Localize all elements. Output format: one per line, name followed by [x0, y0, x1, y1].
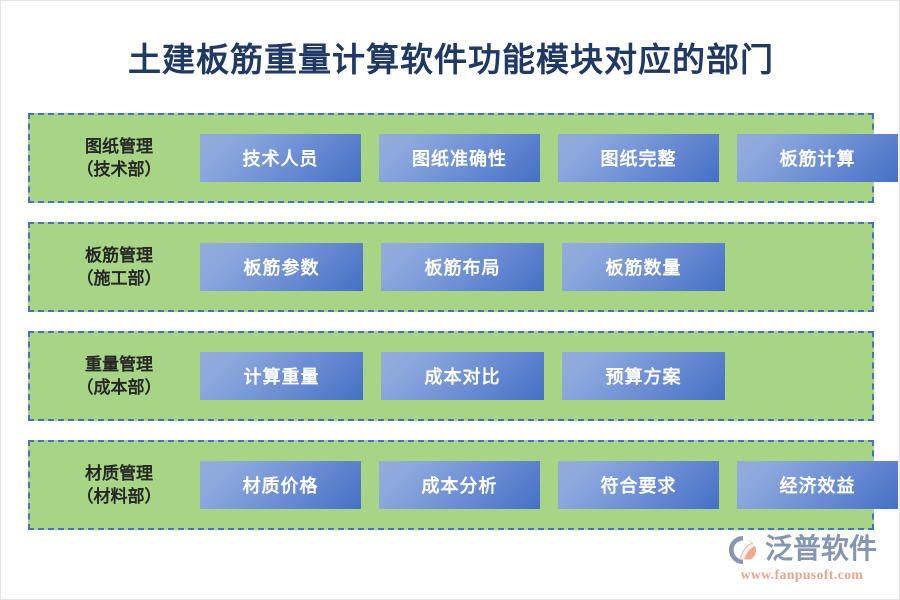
module-box[interactable]: 板筋布局 — [381, 243, 544, 291]
module-box-group: 材质价格 成本分析 符合要求 经济效益 — [200, 442, 899, 528]
department-rows: 图纸管理 （技术部） 技术人员 图纸准确性 图纸完整 板筋计算 板筋管理 （施工… — [28, 113, 898, 549]
department-label-line2: （技术部） — [76, 160, 162, 179]
module-box-group: 技术人员 图纸准确性 图纸完整 板筋计算 — [200, 115, 899, 201]
department-label-line1: 材质管理 — [85, 464, 153, 483]
department-label-line2: （施工部） — [76, 269, 162, 288]
department-label: 重量管理 （成本部） — [30, 353, 200, 399]
brand-logo: 泛普软件 www.fanpusoft.com — [727, 534, 877, 583]
department-label: 材质管理 （材料部） — [30, 462, 200, 508]
module-box[interactable]: 经济效益 — [737, 461, 898, 509]
department-label: 板筋管理 （施工部） — [30, 244, 200, 290]
department-row: 板筋管理 （施工部） 板筋参数 板筋布局 板筋数量 — [28, 222, 874, 312]
module-box[interactable]: 预算方案 — [562, 352, 725, 400]
module-box-group: 计算重量 成本对比 预算方案 — [200, 333, 872, 419]
department-label-line1: 图纸管理 — [85, 137, 153, 156]
module-box[interactable]: 图纸完整 — [558, 134, 719, 182]
department-label-line2: （成本部） — [76, 378, 162, 397]
module-box[interactable]: 成本分析 — [379, 461, 540, 509]
logo-url: www.fanpusoft.com — [740, 567, 864, 582]
page-title: 土建板筋重量计算软件功能模块对应的部门 — [128, 43, 774, 79]
logo-row: 泛普软件 — [727, 534, 877, 566]
department-label: 图纸管理 （技术部） — [30, 135, 200, 181]
module-box[interactable]: 板筋计算 — [737, 134, 898, 182]
module-box[interactable]: 板筋数量 — [562, 243, 725, 291]
department-label-line1: 板筋管理 — [85, 246, 153, 265]
module-box[interactable]: 技术人员 — [200, 134, 361, 182]
module-box[interactable]: 材质价格 — [200, 461, 361, 509]
module-box[interactable]: 计算重量 — [200, 352, 363, 400]
module-box[interactable]: 图纸准确性 — [379, 134, 540, 182]
module-box[interactable]: 符合要求 — [558, 461, 719, 509]
department-row: 图纸管理 （技术部） 技术人员 图纸准确性 图纸完整 板筋计算 — [28, 113, 898, 203]
department-label-line2: （材料部） — [76, 487, 162, 506]
module-box[interactable]: 成本对比 — [381, 352, 544, 400]
fanpu-swoosh-logo-icon — [727, 534, 761, 566]
module-box[interactable]: 板筋参数 — [200, 243, 363, 291]
logo-name: 泛普软件 — [764, 534, 877, 565]
department-row: 材质管理 （材料部） 材质价格 成本分析 符合要求 经济效益 — [28, 440, 898, 530]
module-box-group: 板筋参数 板筋布局 板筋数量 — [200, 224, 872, 310]
department-row: 重量管理 （成本部） 计算重量 成本对比 预算方案 — [28, 331, 874, 421]
department-label-line1: 重量管理 — [85, 355, 153, 374]
